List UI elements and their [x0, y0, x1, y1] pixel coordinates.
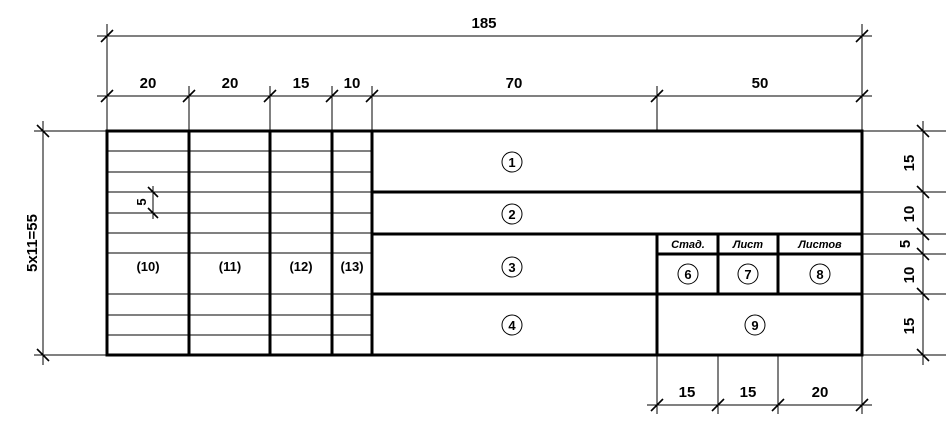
left-dimension: 5x11=55	[24, 121, 107, 365]
field-9-label: 9	[751, 318, 758, 333]
column-label-13: (13)	[340, 259, 363, 274]
field-7-label: 7	[744, 267, 751, 282]
field-9-marker: 9	[744, 314, 766, 336]
top-dimensions: 185 20 20 15 10 70 50	[97, 15, 872, 131]
col-width-label: 50	[752, 75, 769, 92]
row-height-label: 15	[901, 155, 918, 172]
header-sheets: Листов	[797, 239, 842, 251]
row-height-label: 5	[897, 240, 914, 248]
field-2-marker: 2	[501, 203, 523, 225]
height-label: 5x11=55	[24, 214, 41, 272]
row-height-label: 10	[901, 206, 918, 223]
bottom-width-label: 15	[740, 384, 757, 401]
left-grid-rows	[107, 150, 372, 336]
field-1-label: 1	[508, 155, 515, 170]
stage-sheet-headers: Стад. Лист Листов	[671, 239, 842, 251]
bottom-dimensions: 15 15 20	[647, 355, 872, 414]
col-width-label: 10	[344, 75, 361, 92]
column-label-12: (12)	[289, 259, 312, 274]
field-3-marker: 3	[501, 256, 523, 278]
row-height-label: 10	[901, 267, 918, 284]
field-8-marker: 8	[809, 263, 831, 285]
total-width-label: 185	[471, 15, 496, 32]
title-block-frame	[105, 129, 864, 357]
field-2-label: 2	[508, 207, 515, 222]
right-dimensions: 15 10 5 10 15	[862, 121, 946, 365]
col-width-label: 20	[140, 75, 157, 92]
field-4-marker: 4	[501, 314, 523, 336]
column-labels: (10) (11) (12) (13)	[136, 259, 363, 274]
column-label-10: (10)	[136, 259, 159, 274]
column-label-11: (11)	[219, 259, 241, 274]
field-1-marker: 1	[501, 151, 523, 173]
column-label-masks	[109, 256, 370, 276]
col-width-label: 70	[506, 75, 523, 92]
col-width-label: 15	[293, 75, 310, 92]
row-height-marker: 5	[134, 186, 159, 219]
field-8-label: 8	[816, 267, 823, 282]
field-4-label: 4	[508, 318, 516, 333]
row-height-marker-label: 5	[134, 198, 149, 205]
bottom-width-label: 20	[812, 384, 829, 401]
field-6-label: 6	[684, 267, 691, 282]
field-6-marker: 6	[677, 263, 699, 285]
field-7-marker: 7	[737, 263, 759, 285]
bottom-width-label: 15	[679, 384, 696, 401]
row-height-label: 15	[901, 318, 918, 335]
col-width-label: 20	[222, 75, 239, 92]
header-stage: Стад.	[671, 239, 705, 251]
header-sheet: Лист	[732, 239, 763, 251]
field-3-label: 3	[508, 260, 515, 275]
